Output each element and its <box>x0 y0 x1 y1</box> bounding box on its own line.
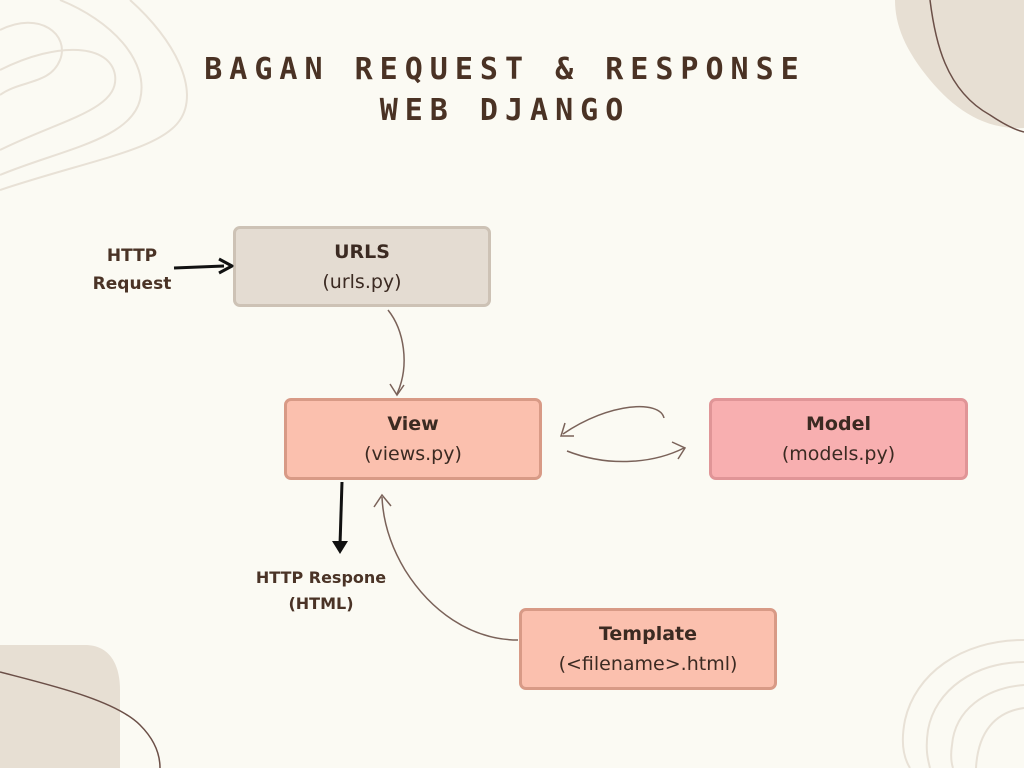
bottom-left-line <box>0 671 161 768</box>
model-node-label: Model <box>806 413 871 435</box>
urls-node-sublabel: (urls.py) <box>322 270 402 293</box>
urls-to-view-arrow <box>387 309 405 397</box>
bottom-right-contours <box>901 639 1024 768</box>
http-request-label-line-2: Request <box>92 274 172 294</box>
http-request-label-line-1: HTTP <box>106 246 158 266</box>
urls-node: URLS (urls.py) <box>233 226 491 307</box>
model-to-view-arrow <box>559 405 665 437</box>
template-to-view-arrow <box>373 493 519 641</box>
model-node-sublabel: (models.py) <box>781 443 896 465</box>
view-node-label: View <box>387 413 439 435</box>
diagram-title-line-2: WEB DJANGO <box>379 93 631 128</box>
top-left-contours <box>0 0 188 191</box>
bottom-left-blob <box>0 645 120 768</box>
model-node: Model (models.py) <box>709 398 968 480</box>
top-right-blob <box>895 0 1024 129</box>
diagram-title-line-1: BAGAN REQUEST & RESPONSE <box>204 52 806 87</box>
view-node-sublabel: (views.py) <box>364 443 462 465</box>
http-response-label: HTTP Respone (HTML) <box>240 565 402 617</box>
request-arrow <box>173 257 234 275</box>
http-response-label-line-1: HTTP Respone <box>255 568 387 587</box>
template-node: Template (<filename>.html) <box>519 608 777 690</box>
top-right-line <box>929 0 1024 133</box>
http-request-label: HTTP Request <box>86 242 178 298</box>
view-to-model-arrow <box>566 441 687 463</box>
template-node-sublabel: (<filename>.html) <box>558 653 738 675</box>
http-response-label-line-2: (HTML) <box>288 594 354 613</box>
template-node-label: Template <box>598 623 698 645</box>
urls-node-label: URLS <box>334 240 390 263</box>
response-arrow <box>332 481 348 554</box>
view-node: View (views.py) <box>284 398 542 480</box>
